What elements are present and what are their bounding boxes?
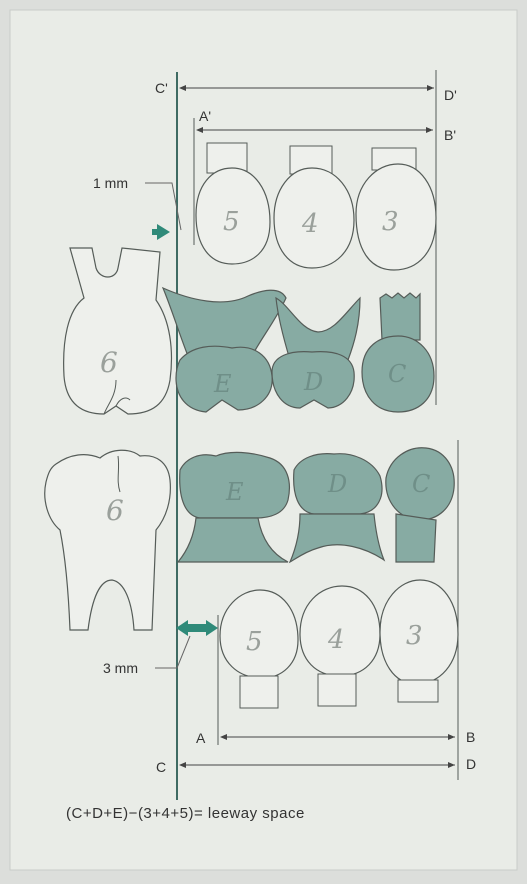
- tooth-label-upper-e: E: [213, 370, 232, 398]
- leeway-formula: (C+D+E)−(3+4+5)= leeway space: [66, 805, 305, 822]
- upper-molar-6: [64, 248, 172, 414]
- tooth-label-upper-d: D: [303, 368, 323, 396]
- tooth-label-upper-4: 4: [301, 209, 319, 239]
- tooth-label-upper-5: 5: [223, 207, 240, 237]
- label-a-prime: A': [199, 108, 211, 124]
- label-b-prime: B': [444, 127, 456, 143]
- label-c-prime: C': [155, 80, 168, 96]
- label-c: C: [156, 759, 166, 775]
- label-3mm: 3 mm: [103, 660, 138, 676]
- label-b: B: [466, 729, 475, 745]
- tooth-label-lower-5: 5: [246, 627, 263, 657]
- tooth-label-lower-c: C: [412, 470, 430, 498]
- tooth-label-lower-4: 4: [327, 625, 345, 655]
- tooth-label-lower-e: E: [225, 478, 244, 506]
- tooth-label-lower-6: 6: [106, 494, 124, 527]
- tooth-label-upper-6: 6: [100, 346, 118, 379]
- tooth-label-upper-c: C: [388, 360, 406, 388]
- label-d: D: [466, 756, 476, 772]
- tooth-label-lower-d: D: [327, 470, 347, 498]
- label-d-prime: D': [444, 87, 457, 103]
- page-panel: [10, 10, 517, 870]
- tooth-label-lower-3: 3: [406, 621, 423, 651]
- label-1mm: 1 mm: [93, 175, 128, 191]
- label-a: A: [196, 730, 206, 746]
- gap-arrow-tail-left: [152, 229, 158, 235]
- tooth-label-upper-3: 3: [382, 207, 399, 237]
